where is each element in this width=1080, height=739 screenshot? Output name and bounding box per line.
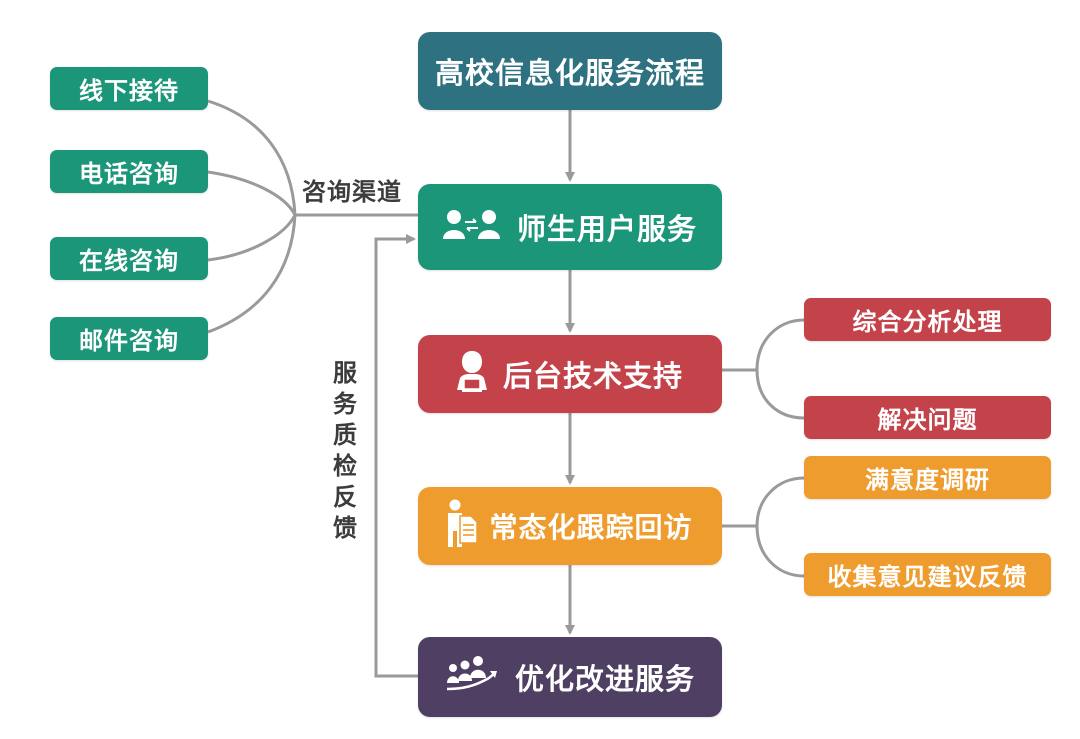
channel-curve-online — [207, 214, 297, 262]
person-document-icon — [447, 499, 479, 554]
optimize-box[interactable]: 优化改进服务 — [418, 637, 722, 717]
channel-online-label: 在线咨询 — [79, 247, 179, 275]
channel-offline-label: 线下接待 — [79, 77, 179, 105]
tech-branch-analysis-label: 综合分析处理 — [852, 308, 1003, 336]
follow-branch-survey-label: 满意度调研 — [865, 466, 990, 494]
title-box: 高校信息化服务流程 — [418, 32, 722, 110]
follow-branch-feedback-label: 收集意见建议反馈 — [827, 563, 1028, 591]
channel-email[interactable]: 邮件咨询 — [50, 317, 208, 360]
channel-phone[interactable]: 电话咨询 — [50, 150, 208, 193]
team-growth-icon — [445, 655, 499, 699]
user-service-box[interactable]: 师生用户服务 — [418, 184, 722, 270]
channel-phone-label: 电话咨询 — [79, 160, 179, 188]
title-text: 高校信息化服务流程 — [434, 56, 705, 90]
tech-branch-solve-label: 解决问题 — [877, 406, 978, 434]
tech-branch-curve-top — [755, 318, 805, 371]
tech-branch-analysis[interactable]: 综合分析处理 — [804, 298, 1051, 341]
channel-email-label: 邮件咨询 — [79, 327, 179, 355]
tech-branch-solve[interactable]: 解决问题 — [804, 396, 1051, 439]
technician-laptop-icon — [456, 350, 487, 399]
follow-up-box[interactable]: 常态化跟踪回访 — [418, 487, 722, 565]
tech-support-box[interactable]: 后台技术支持 — [418, 335, 722, 413]
follow-branch-feedback[interactable]: 收集意见建议反馈 — [804, 553, 1051, 596]
channel-offline[interactable]: 线下接待 — [50, 67, 208, 110]
channel-curve-email — [207, 214, 297, 334]
users-exchange-icon — [442, 208, 501, 247]
feedback-loop-line — [374, 234, 418, 678]
user-service-label: 师生用户服务 — [516, 212, 697, 246]
follow-branch-curve-top — [755, 476, 805, 527]
tech-branch-curve-bottom — [755, 369, 805, 420]
feedback-loop-label: 服务质检反馈 — [333, 359, 357, 542]
tech-support-label: 后台技术支持 — [502, 359, 683, 393]
channels-label: 咨询渠道 — [302, 178, 402, 206]
channel-online[interactable]: 在线咨询 — [50, 237, 208, 280]
channel-curve-offline — [207, 99, 297, 216]
optimize-label: 优化改进服务 — [514, 662, 695, 696]
follow-up-label: 常态化跟踪回访 — [489, 511, 693, 544]
channel-curve-phone — [207, 170, 297, 216]
follow-branch-survey[interactable]: 满意度调研 — [804, 456, 1051, 499]
follow-branch-curve-bottom — [755, 525, 805, 578]
